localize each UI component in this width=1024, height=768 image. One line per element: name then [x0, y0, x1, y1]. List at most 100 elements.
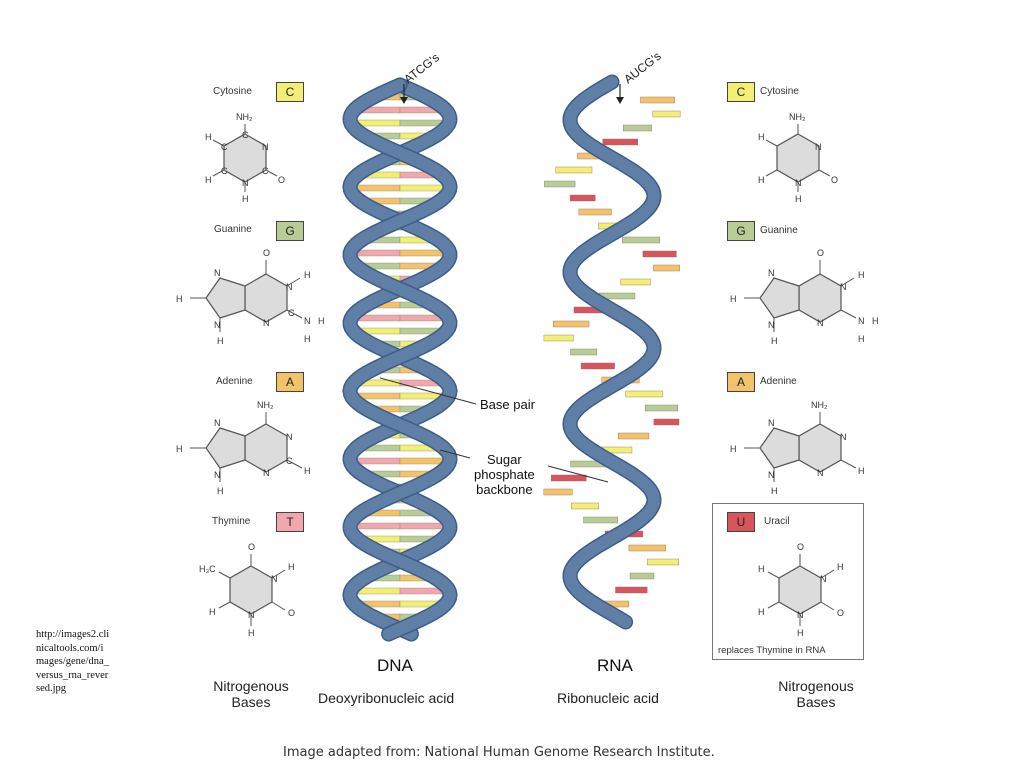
backbone-leader-left	[439, 449, 471, 459]
arrow-head-icon	[400, 97, 408, 104]
left-thymine-label: Thymine	[212, 516, 251, 527]
atom-label: N	[271, 574, 278, 584]
atom-label: NH₂	[789, 112, 806, 122]
atom-label: H	[242, 194, 249, 204]
atom-label: H	[205, 132, 212, 142]
left-adenine-badge: A	[276, 372, 304, 392]
atom-label: O	[263, 248, 270, 258]
atom-label: H	[176, 444, 183, 454]
right-guanine-structure: O N H N N H H N N H H	[730, 248, 879, 346]
rna-base	[620, 278, 651, 286]
atom-label: H	[858, 334, 865, 344]
rna-base	[652, 110, 681, 118]
dna-backbone-strand	[343, 79, 457, 640]
right-cytosine-label: Cytosine	[760, 86, 799, 97]
rna-base	[550, 474, 587, 482]
dna-top-label: ATCG's	[401, 50, 442, 86]
backbone-leader-right	[547, 465, 609, 483]
atom-label: O	[288, 608, 295, 618]
atom-label: N	[248, 610, 255, 620]
right-guanine-badge: G	[727, 221, 755, 241]
atom-label: O	[248, 542, 255, 552]
atom-label: N	[214, 320, 221, 330]
atom-label: H	[837, 562, 844, 572]
rna-base	[615, 586, 648, 594]
footer-line: Nitrogenous	[213, 678, 289, 694]
rna-base	[602, 138, 638, 146]
atom-label: N	[795, 178, 802, 188]
atom-label: H	[797, 628, 804, 638]
atom-label: H	[758, 175, 765, 185]
atom-label: O	[817, 248, 824, 258]
base-pair-leader	[379, 377, 477, 405]
rna-base	[571, 502, 599, 510]
atom-label: H	[304, 270, 311, 280]
rna-base	[653, 418, 680, 426]
left-thymine-structure: O N H O N H H₃C H	[199, 542, 295, 638]
atom-label: H	[758, 132, 765, 142]
atom-label: N	[840, 282, 847, 292]
atom-label: O	[837, 608, 844, 618]
rna-base	[644, 404, 678, 412]
atom-label: N	[840, 432, 847, 442]
atom-label: C	[242, 130, 249, 140]
atom-label: H	[758, 607, 765, 617]
left-cytosine-badge: C	[276, 82, 304, 102]
atom-label: N	[815, 142, 822, 152]
atom-label: NH₂	[257, 400, 274, 410]
right-cytosine-badge: C	[727, 82, 755, 102]
atom-label: C	[286, 456, 293, 466]
rna-title: RNA	[597, 656, 633, 675]
atom-label: H	[872, 316, 879, 326]
right-adenine-structure: NH₂ N H N N N H H	[730, 400, 865, 496]
atom-label: O	[278, 175, 285, 185]
source-url: http://images2.clinicaltools.com/images/…	[36, 629, 110, 694]
atom-label: H	[217, 336, 224, 346]
atom-label: N	[214, 268, 221, 278]
atom-label: O	[831, 175, 838, 185]
atom-label: H	[205, 175, 212, 185]
rna-base	[640, 96, 675, 104]
uracil-box	[712, 503, 864, 660]
right-adenine-label: Adenine	[760, 376, 797, 387]
atom-label: NH₂	[236, 112, 253, 122]
atom-label: H	[730, 444, 737, 454]
rna-top-label: AUCG's	[621, 49, 663, 86]
atom-label: N	[768, 268, 775, 278]
atom-label: N	[262, 142, 269, 152]
atom-label: H	[858, 270, 865, 280]
atom-label: H	[288, 562, 295, 572]
rna-base	[583, 516, 619, 524]
atom-label: O	[797, 542, 804, 552]
atom-label: N	[768, 320, 775, 330]
rna-base	[618, 432, 650, 440]
rna-base	[543, 334, 574, 342]
footer-line: Bases	[796, 694, 836, 710]
atom-label: N	[286, 282, 293, 292]
atom-label: N	[817, 468, 824, 478]
right-uracil-badge: U	[727, 512, 755, 532]
dna-title: DNA	[377, 656, 413, 675]
left-guanine-structure: O N H C N N H H N N H H	[176, 248, 325, 346]
right-uracil-structure: O N H O N H H H	[758, 542, 844, 638]
atom-label: N	[797, 610, 804, 620]
atom-label: N	[263, 318, 270, 328]
atom-label: N	[304, 316, 311, 326]
atom-label: N	[820, 574, 827, 584]
left-cytosine-label: Cytosine	[213, 86, 252, 97]
backbone-label-line: Sugar	[487, 452, 522, 467]
left-guanine-label: Guanine	[214, 224, 252, 235]
atom-label: C	[221, 142, 228, 152]
rna-base	[543, 488, 573, 496]
backbone-label-line: backbone	[476, 482, 533, 497]
left-adenine-structure: NH₂ N C H N N N H H	[176, 400, 311, 496]
backbone-label-line: phosphate	[474, 467, 535, 482]
atom-label: H	[248, 628, 255, 638]
base-pair-label: Base pair	[480, 397, 535, 412]
atom-label: H	[318, 316, 325, 326]
rna-subtitle: Ribonucleic acid	[557, 690, 659, 706]
atom-label: H	[795, 194, 802, 204]
right-uracil-label: Uracil	[764, 516, 790, 527]
